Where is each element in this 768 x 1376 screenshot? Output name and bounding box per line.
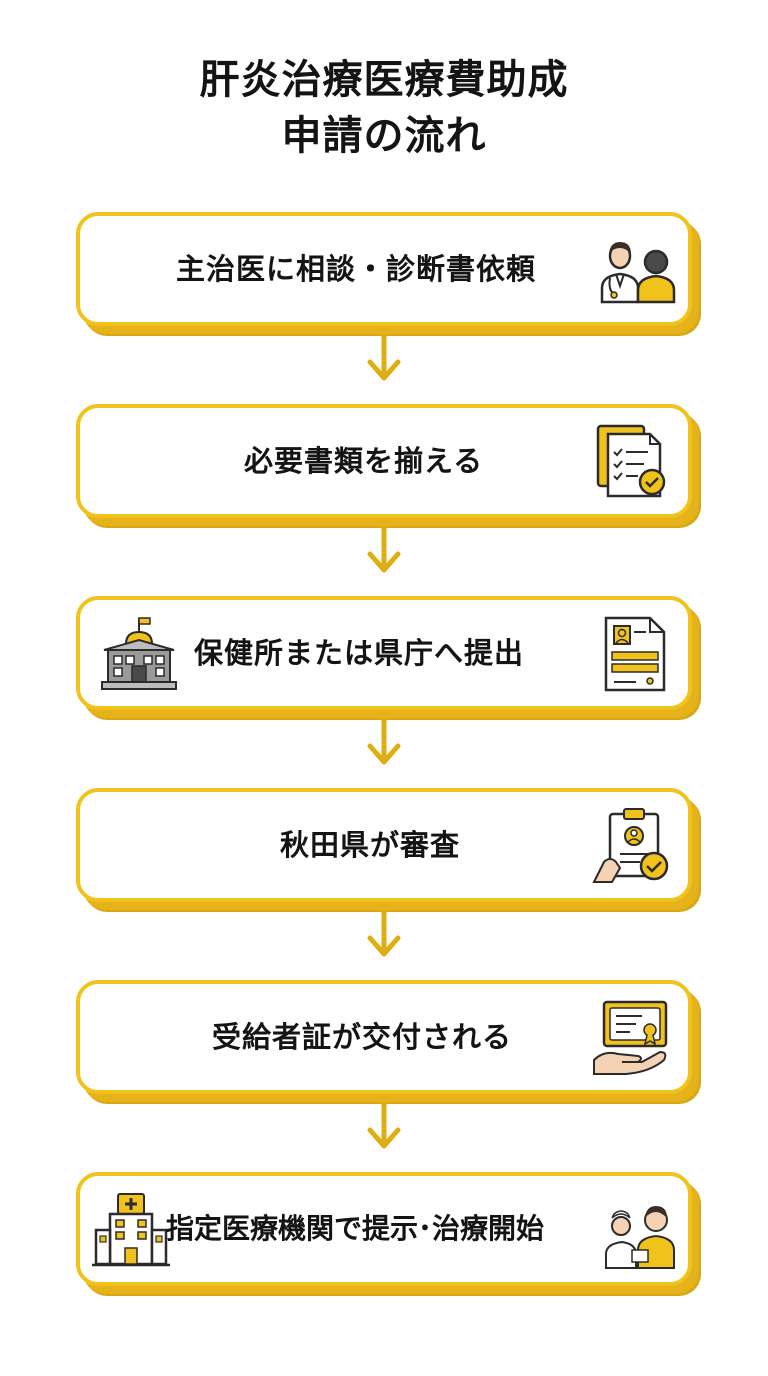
flow-arrow-3 (367, 718, 401, 765)
step-6-label: 指定医療機関で提示･治療開始 (166, 1212, 545, 1245)
step-3-label: 保健所または県庁へ提出 (194, 636, 525, 670)
flow-arrow-5 (367, 1102, 401, 1149)
certificate-hand-icon (593, 1000, 668, 1075)
step-3-box: 保健所または県庁へ提出 (76, 596, 692, 710)
clipboard-review-icon (592, 808, 669, 883)
step-4-label: 秋田県が審査 (280, 828, 461, 862)
step-1-label: 主治医に相談・診断書依頼 (176, 252, 537, 286)
nurse-patient-icon (605, 1206, 675, 1269)
flow-arrow-1 (367, 334, 401, 381)
step-5-label: 受給者証が交付される (212, 1020, 513, 1054)
document-checklist-icon (596, 424, 666, 498)
step-1-box: 主治医に相談・診断書依頼 (76, 212, 692, 326)
application-form-icon (604, 616, 666, 692)
step-2-box: 必要書類を揃える (76, 404, 692, 518)
step-2-label: 必要書類を揃える (244, 444, 484, 478)
page-title: 肝炎治療医療費助成 申請の流れ (0, 52, 768, 164)
step-4-box: 秋田県が審査 (76, 788, 692, 902)
hospital-icon (92, 1193, 170, 1267)
flow-arrow-2 (367, 526, 401, 573)
government-building-icon (101, 617, 177, 690)
title-line-2: 申請の流れ (281, 113, 487, 159)
flow-arrow-4 (367, 910, 401, 957)
title-line-1: 肝炎治療医療費助成 (199, 57, 569, 103)
step-6-box: 指定医療機関で提示･治療開始 (76, 1172, 692, 1286)
step-5-box: 受給者証が交付される (76, 980, 692, 1094)
doctor-patient-icon (600, 242, 676, 304)
